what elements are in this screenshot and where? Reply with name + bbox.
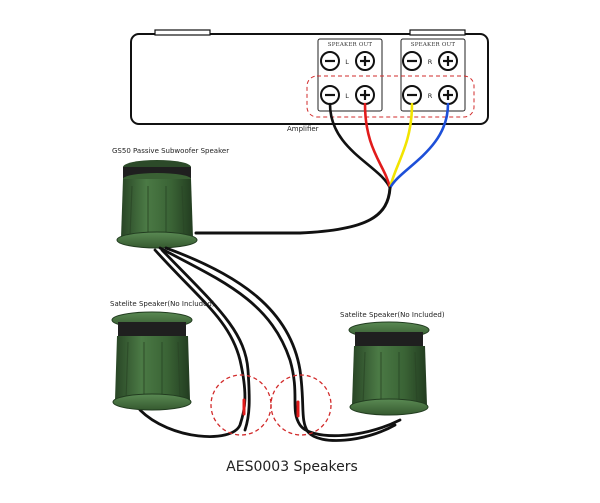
amplifier-foot-left [154, 29, 211, 36]
amplifier: SPEAKER OUT SPEAKER OUT L R [130, 29, 489, 133]
splice-circle-right [270, 374, 332, 436]
amplifier-body [130, 33, 489, 125]
satellite-speaker-left: Satelite Speaker(No Included) [110, 300, 215, 411]
terminal-highlight-dashed [306, 75, 475, 118]
terminal-letter-l-top: L [345, 58, 349, 66]
amplifier-label: Amplifier [287, 125, 319, 133]
terminal-letter-r: R [428, 92, 433, 100]
speaker-out-panel-right [400, 38, 466, 112]
terminal-left-minus-top [320, 51, 340, 71]
terminal-left-minus [320, 85, 340, 105]
wire-to-left-satellite-a [138, 248, 247, 438]
terminal-right-minus [402, 85, 422, 105]
terminal-letter-l: L [345, 92, 349, 100]
wire-to-left-satellite-b [160, 248, 251, 432]
terminal-right-minus-top [402, 51, 422, 71]
terminal-right-plus [438, 85, 458, 105]
terminal-right-plus-top [438, 51, 458, 71]
amplifier-foot-right [409, 29, 466, 36]
subwoofer-speaker: GS50 Passive Subwoofer Speaker [112, 147, 229, 249]
terminal-left-plus [355, 85, 375, 105]
wire-blue-right-plus [388, 102, 450, 190]
diagram-caption: AES0003 Speakers [226, 459, 358, 475]
wire-black-left-minus [328, 102, 392, 190]
wire-trunk-to-subwoofer [194, 186, 392, 235]
satellite-left-label: Satelite Speaker(No Included) [110, 300, 215, 308]
splice-marks [242, 398, 300, 418]
wire-to-right-satellite-a [158, 246, 402, 438]
terminal-letter-r-top: R [428, 58, 433, 66]
panel-right-title: SPEAKER OUT [411, 42, 456, 48]
satellite-wires [138, 246, 402, 442]
panel-left-title: SPEAKER OUT [328, 42, 373, 48]
wire-red-left-plus [363, 102, 392, 190]
wire-yellow-right-minus [388, 102, 414, 190]
subwoofer-label: GS50 Passive Subwoofer Speaker [112, 147, 229, 155]
speaker-out-panel-left [317, 38, 383, 112]
wire-to-right-satellite-b [164, 246, 397, 442]
satellite-speaker-right: Satelite Speaker(No Included) [340, 311, 445, 416]
satellite-right-label: Satelite Speaker(No Included) [340, 311, 445, 319]
amp-wires [194, 102, 450, 235]
terminal-left-plus-top [355, 51, 375, 71]
